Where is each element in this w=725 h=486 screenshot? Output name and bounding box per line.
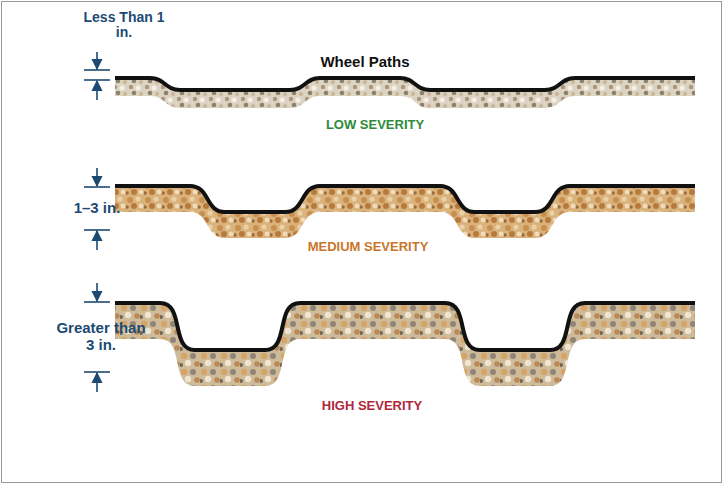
severity-label: LOW SEVERITY — [275, 118, 475, 132]
severity-label: MEDIUM SEVERITY — [258, 240, 478, 254]
gravel-layer — [115, 303, 695, 386]
dimension-label: Less Than 1 in. — [82, 10, 166, 41]
gravel-layer — [115, 186, 695, 238]
dimension-label: 1–3 in. — [62, 200, 132, 217]
pavement-surface — [115, 186, 695, 212]
pavement-surface — [115, 303, 695, 350]
dimension-label: Greater than 3 in. — [53, 320, 149, 353]
wheel-path-label: Wheel Paths — [295, 54, 435, 71]
pavement-surface — [115, 78, 695, 90]
gravel-layer — [115, 78, 695, 108]
severity-label: HIGH SEVERITY — [262, 399, 482, 413]
